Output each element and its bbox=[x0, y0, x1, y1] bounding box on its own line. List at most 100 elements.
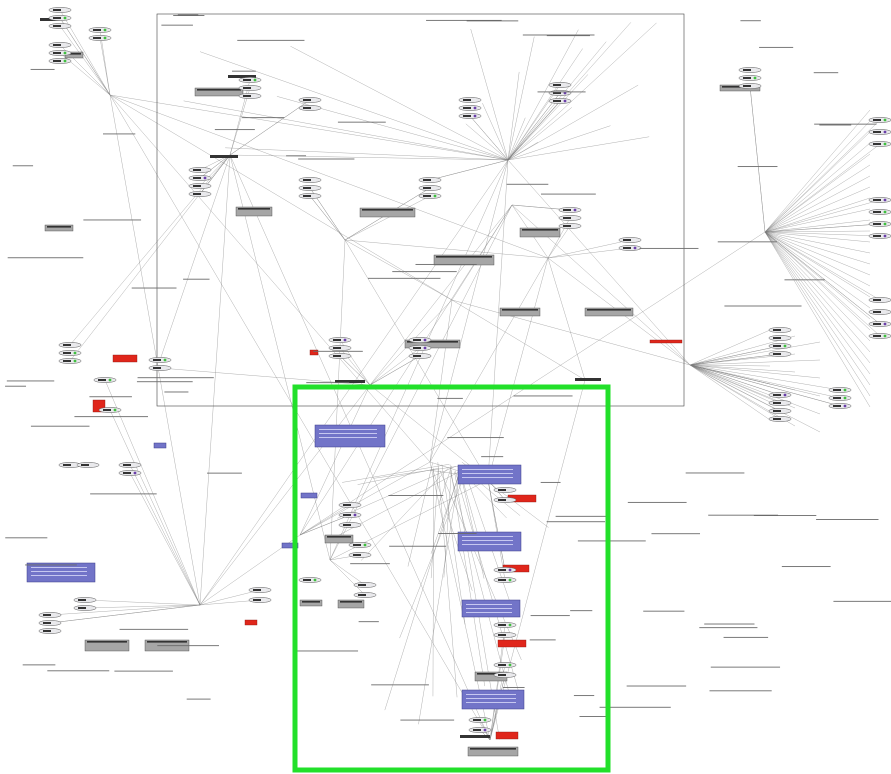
ellipse-node-text bbox=[53, 9, 61, 11]
edge-label bbox=[237, 39, 305, 41]
edge bbox=[109, 94, 201, 606]
edge bbox=[369, 355, 421, 386]
ellipse-node-text bbox=[93, 37, 101, 39]
edge bbox=[764, 231, 871, 386]
edge bbox=[487, 257, 549, 481]
blue-node-text bbox=[319, 433, 377, 434]
ellipse-node-text bbox=[423, 195, 431, 197]
edge bbox=[689, 364, 841, 407]
edge-label bbox=[119, 628, 189, 630]
ellipse-node-text bbox=[773, 337, 781, 339]
edge-label bbox=[30, 425, 90, 427]
edge-label bbox=[296, 650, 359, 652]
ellipse-badge bbox=[883, 222, 887, 226]
edge bbox=[109, 94, 509, 161]
ellipse-node-text bbox=[303, 99, 311, 101]
edge bbox=[443, 469, 452, 578]
edge bbox=[764, 231, 871, 375]
edge bbox=[99, 29, 111, 96]
edge bbox=[129, 464, 201, 606]
edge bbox=[199, 589, 261, 606]
edge-label bbox=[710, 666, 781, 668]
edge bbox=[764, 231, 871, 276]
edge bbox=[764, 231, 881, 325]
ellipse-node-text bbox=[243, 87, 251, 89]
gray-node-title bbox=[47, 226, 71, 228]
edge bbox=[764, 143, 881, 233]
edge-label bbox=[740, 20, 761, 22]
edge-label bbox=[781, 566, 831, 568]
edge bbox=[764, 120, 871, 233]
edge-label bbox=[306, 382, 350, 384]
ellipse-node-text bbox=[423, 179, 431, 181]
edge bbox=[764, 231, 871, 298]
edge bbox=[299, 384, 371, 536]
ellipse-node-text bbox=[413, 347, 421, 349]
ellipse-node-text bbox=[333, 347, 341, 349]
gray-node-title bbox=[522, 229, 558, 231]
edge-label bbox=[426, 19, 502, 21]
gray-node-title bbox=[302, 601, 320, 603]
gray-node bbox=[337, 599, 365, 609]
ellipse-badge bbox=[63, 16, 67, 20]
ellipse-node-text bbox=[123, 464, 131, 466]
ellipse-node-text bbox=[253, 599, 261, 601]
edge bbox=[764, 219, 871, 233]
ellipse-node-text bbox=[63, 344, 71, 346]
ellipse-badge bbox=[573, 208, 577, 212]
gray-node bbox=[499, 307, 541, 317]
edge bbox=[384, 469, 461, 711]
edge bbox=[199, 154, 231, 187]
edge bbox=[337, 466, 456, 519]
edge-label bbox=[415, 263, 477, 265]
edge-label bbox=[522, 34, 595, 36]
edge bbox=[229, 154, 491, 741]
ellipse-badge bbox=[63, 59, 67, 63]
blue-node bbox=[457, 531, 522, 552]
ellipse-node-text bbox=[413, 339, 421, 341]
gray-node bbox=[194, 87, 244, 97]
edge bbox=[507, 117, 526, 161]
edge bbox=[764, 231, 871, 243]
edge-label bbox=[358, 621, 379, 623]
gray-node bbox=[584, 307, 634, 317]
ellipse-node-text bbox=[153, 367, 161, 369]
dark-node bbox=[335, 380, 365, 383]
edge bbox=[764, 175, 871, 233]
gray-node-title bbox=[502, 309, 538, 311]
ellipse-badge bbox=[883, 322, 887, 326]
edge bbox=[432, 468, 434, 697]
gray-node-title bbox=[340, 601, 362, 603]
edge-label bbox=[643, 610, 685, 612]
ellipse-node-text bbox=[463, 107, 471, 109]
ellipse-node-text bbox=[773, 353, 781, 355]
ellipse-badge bbox=[203, 176, 207, 180]
gray-node bbox=[433, 254, 495, 266]
nodes-layer bbox=[26, 7, 891, 757]
gray-node bbox=[84, 639, 130, 652]
ellipse-node-text bbox=[353, 554, 361, 556]
edge bbox=[199, 384, 371, 606]
edge bbox=[59, 25, 111, 96]
gray-node-title bbox=[238, 208, 270, 210]
ellipse-node-text bbox=[873, 323, 881, 325]
edge bbox=[329, 239, 346, 561]
blue-node bbox=[457, 464, 522, 485]
ellipse-badge bbox=[253, 78, 257, 82]
blue-node-text bbox=[466, 694, 516, 695]
edge bbox=[764, 223, 881, 233]
blue-node-text bbox=[466, 612, 512, 613]
ellipse-node-text bbox=[193, 185, 201, 187]
dark-node bbox=[575, 378, 601, 381]
edge bbox=[689, 364, 796, 373]
ellipse-node-text bbox=[833, 405, 841, 407]
edge-label bbox=[816, 519, 879, 520]
ellipse-node-text bbox=[353, 544, 361, 546]
edge bbox=[547, 257, 586, 381]
red-node bbox=[244, 619, 258, 626]
edge bbox=[429, 257, 549, 463]
edge-label bbox=[819, 124, 852, 126]
edge bbox=[487, 479, 506, 581]
edge-label bbox=[503, 686, 525, 688]
ellipse-badge bbox=[473, 114, 477, 118]
